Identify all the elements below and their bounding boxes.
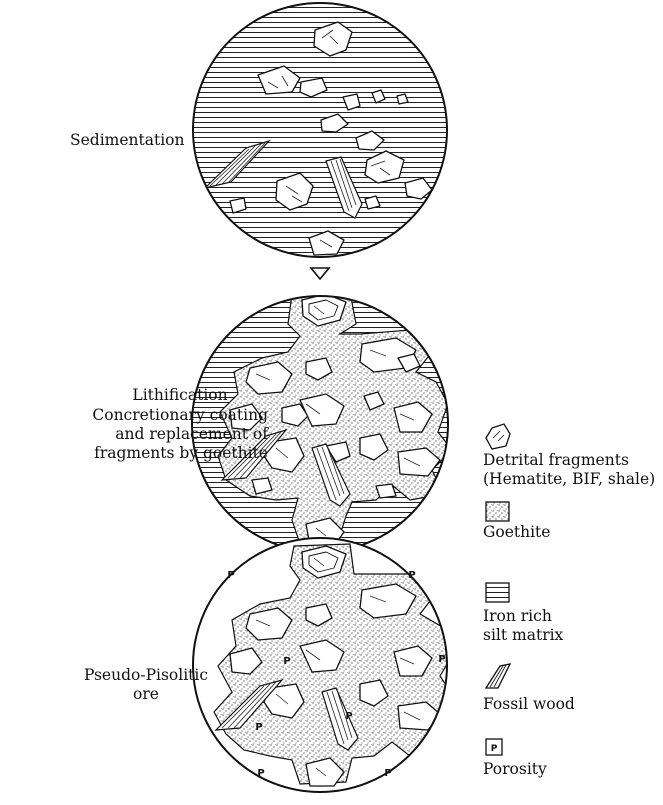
stage-label-line: and replacement of — [40, 425, 268, 444]
sedimentation-circle — [193, 3, 447, 257]
porosity-mark: P — [345, 711, 352, 722]
pseudo-pisolitic-circle: P P P P P P P P — [193, 538, 456, 792]
legend-line: (Hematite, BIF, shale) — [483, 470, 655, 489]
legend-line: silt matrix — [483, 626, 563, 645]
goethite-stipple-icon — [486, 502, 509, 521]
legend-line: Iron rich — [483, 607, 563, 626]
legend-label-silt-matrix: Iron rich silt matrix — [483, 607, 563, 645]
legend-line: Goethite — [483, 523, 550, 542]
stage-label-line: Concretionary coating — [40, 406, 268, 425]
legend-label-detrital: Detrital fragments (Hematite, BIF, shale… — [483, 451, 655, 489]
porosity-mark: P — [227, 570, 234, 581]
legend-label-goethite: Goethite — [483, 523, 550, 542]
legend-label-fossil-wood: Fossil wood — [483, 695, 575, 714]
fossil-wood-icon — [486, 664, 510, 688]
silt-matrix-hatch-icon — [486, 583, 509, 602]
porosity-mark: P — [408, 570, 415, 581]
legend-label-porosity: Porosity — [483, 760, 547, 779]
legend-line: Fossil wood — [483, 695, 575, 714]
stage-label-sedimentation: Sedimentation — [70, 131, 185, 150]
legend-line: Porosity — [483, 760, 547, 779]
porosity-icon-symbol: P — [491, 744, 498, 754]
stage-label-line: fragments by goethite — [40, 444, 268, 463]
porosity-mark: P — [438, 654, 445, 665]
stage-label-line: Lithification — [92, 386, 268, 405]
legend-line: Detrital fragments — [483, 451, 655, 470]
porosity-mark: P — [283, 656, 290, 667]
coated-fragment — [376, 484, 396, 498]
porosity-mark: P — [257, 768, 264, 779]
porosity-mark: P — [384, 768, 391, 779]
stage-label-pseudo-pisolitic: Pseudo-Pisolitic ore — [60, 666, 232, 704]
arrow-down-icon — [311, 268, 329, 279]
detrital-fragment-icon — [486, 424, 510, 449]
stage-label-lithification: Lithification — [92, 386, 268, 405]
stage-label-line: ore — [60, 685, 232, 704]
stage-label-line: Pseudo-Pisolitic — [60, 666, 232, 685]
porosity-mark: P — [255, 722, 262, 733]
stage-label-lithification-detail: Concretionary coating and replacement of… — [40, 406, 268, 463]
